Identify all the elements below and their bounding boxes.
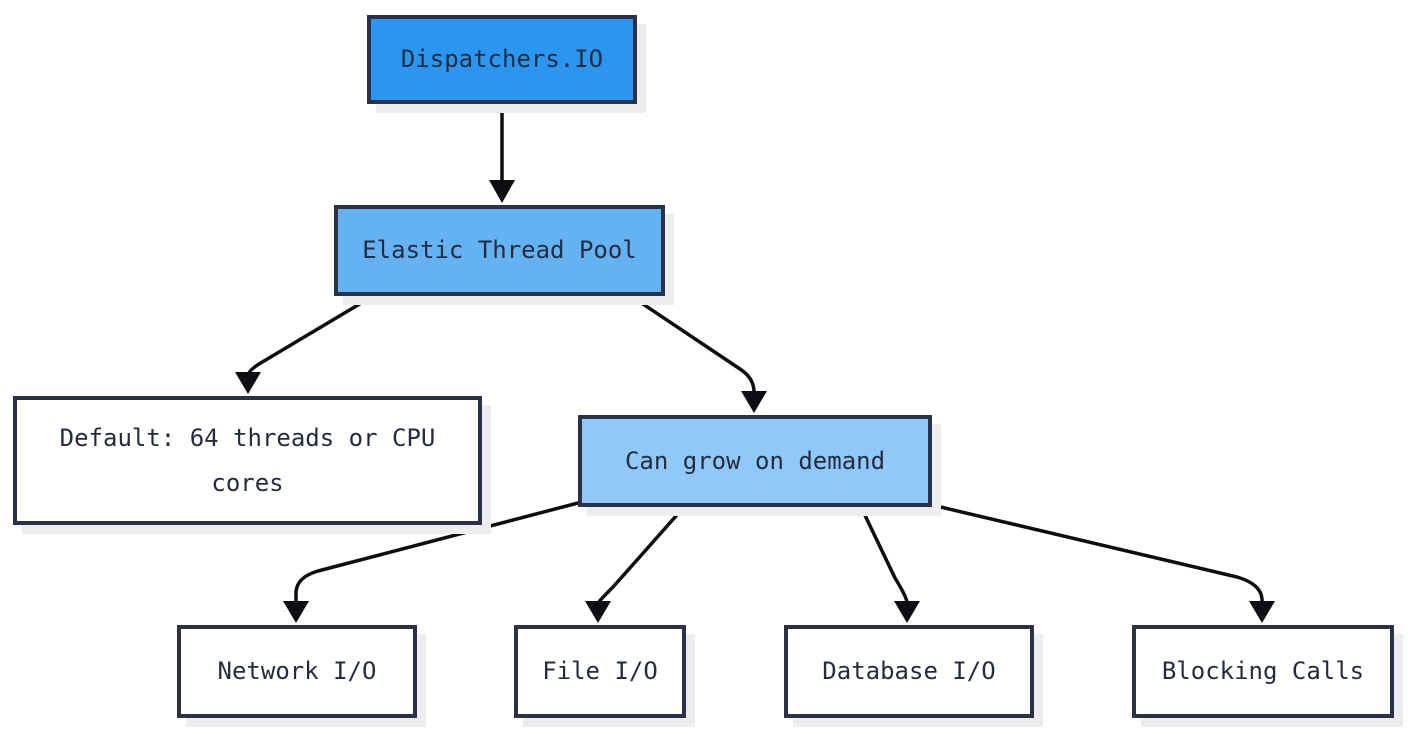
node-label: Default: 64 threads or CPU cores (59, 424, 436, 497)
node-label: Can grow on demand (624, 446, 886, 475)
edge-can-grow-to-database (859, 505, 920, 623)
node-label: Elastic Thread Pool (362, 236, 637, 265)
node-label: File I/O (542, 657, 658, 686)
arrowhead-icon (1249, 601, 1275, 623)
node-dispatchers-io: Dispatchers.IO (367, 15, 637, 104)
node-can-grow-on-demand: Can grow on demand (578, 415, 932, 507)
node-label: Blocking Calls (1161, 657, 1365, 686)
node-elastic-thread-pool: Elastic Thread Pool (334, 205, 665, 296)
edge-dispatchers-to-elastic (489, 104, 515, 203)
arrowhead-icon (489, 180, 515, 203)
arrowhead-icon (585, 601, 611, 623)
node-label: Network I/O (217, 657, 377, 686)
edge-can-grow-to-blocking (930, 503, 1275, 623)
node-default-threads: Default: 64 threads or CPU cores (13, 396, 482, 525)
node-file-io: File I/O (514, 625, 686, 718)
node-database-io: Database I/O (784, 625, 1034, 718)
node-network-io: Network I/O (177, 625, 417, 718)
arrowhead-icon (894, 601, 920, 623)
edge-elastic-to-can-grow (632, 296, 767, 413)
edge-can-grow-to-file (585, 505, 686, 623)
arrowhead-icon (741, 391, 767, 413)
node-label: Database I/O (822, 657, 996, 686)
arrowhead-icon (235, 372, 261, 394)
node-blocking-calls: Blocking Calls (1132, 625, 1394, 718)
arrowhead-icon (283, 601, 309, 623)
node-label: Dispatchers.IO (400, 45, 604, 74)
edge-elastic-to-default (235, 297, 370, 394)
